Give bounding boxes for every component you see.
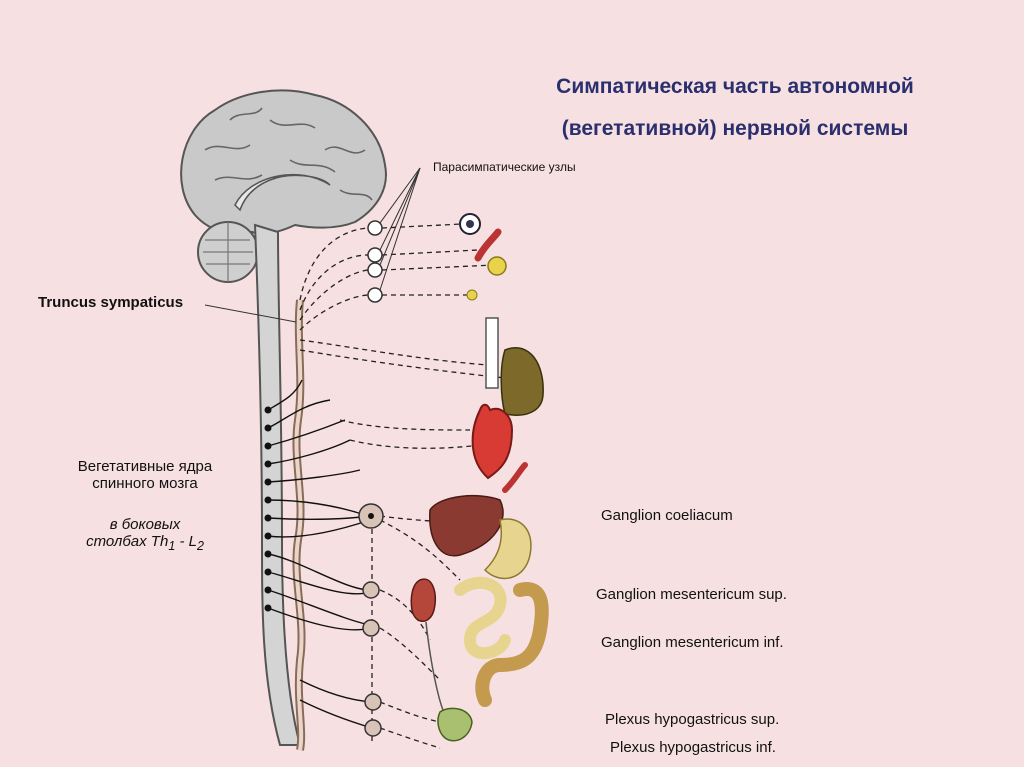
lateral-sub-2: 2 [196,539,204,553]
parasympathetic-nodes-label: Парасимпатические узлы [433,160,576,174]
veg-nuclei-label: Вегетативные ядра спинного мозга [55,458,235,492]
eye [459,213,481,235]
spinal-cord [253,223,302,746]
plexus-inf-label: Plexus hypogastricus inf. [610,739,776,756]
liver [429,494,504,557]
parotid-gland [487,256,507,276]
kidney [410,578,436,622]
veg-nuclei-line-2: спинного мозга [92,475,198,492]
brain [180,89,387,236]
lateral-line-2: столбах Th1 - L2 [55,533,235,553]
lateral-sub-1: 1 [168,539,176,553]
plexus-sup-label: Plexus hypogastricus sup. [605,711,780,728]
ganglion-mes-inf-label: Ganglion mesentericum inf. [601,634,784,651]
lateral-mid: - L [175,533,197,550]
heart [471,403,514,480]
title-line-2: (вегетативной) нервной системы [561,117,909,140]
lateral-line-2-pre: столбах Th [86,533,169,550]
coeliac-ganglion [358,503,384,529]
vessel [502,462,528,493]
prevertebral-ganglia [362,581,382,737]
lateral-line-1: в боковых [109,516,181,533]
salivary-gland [474,228,502,262]
lung [500,347,544,416]
small-gland [466,289,478,301]
ganglion-coeliacum-label: Ganglion coeliacum [601,507,733,524]
parasympathetic-ganglia [367,220,383,303]
small-intestine [454,576,511,660]
bladder [437,707,473,742]
trachea [485,317,499,389]
veg-nuclei-line-1: Вегетативные ядра [77,458,213,475]
title-line-1: Симпатическая часть автономной [556,75,914,98]
stomach [483,518,532,580]
truncus-label: Truncus sympaticus [38,294,184,311]
page-title: Симпатическая часть автономной (вегетати… [520,66,950,150]
lateral-columns-label: в боковых столбах Th1 - L2 [55,516,235,553]
cerebellum [197,221,259,283]
ganglion-mes-sup-label: Ganglion mesentericum sup. [596,586,787,603]
large-intestine [475,582,549,707]
postganglionic-fibers [299,223,506,749]
